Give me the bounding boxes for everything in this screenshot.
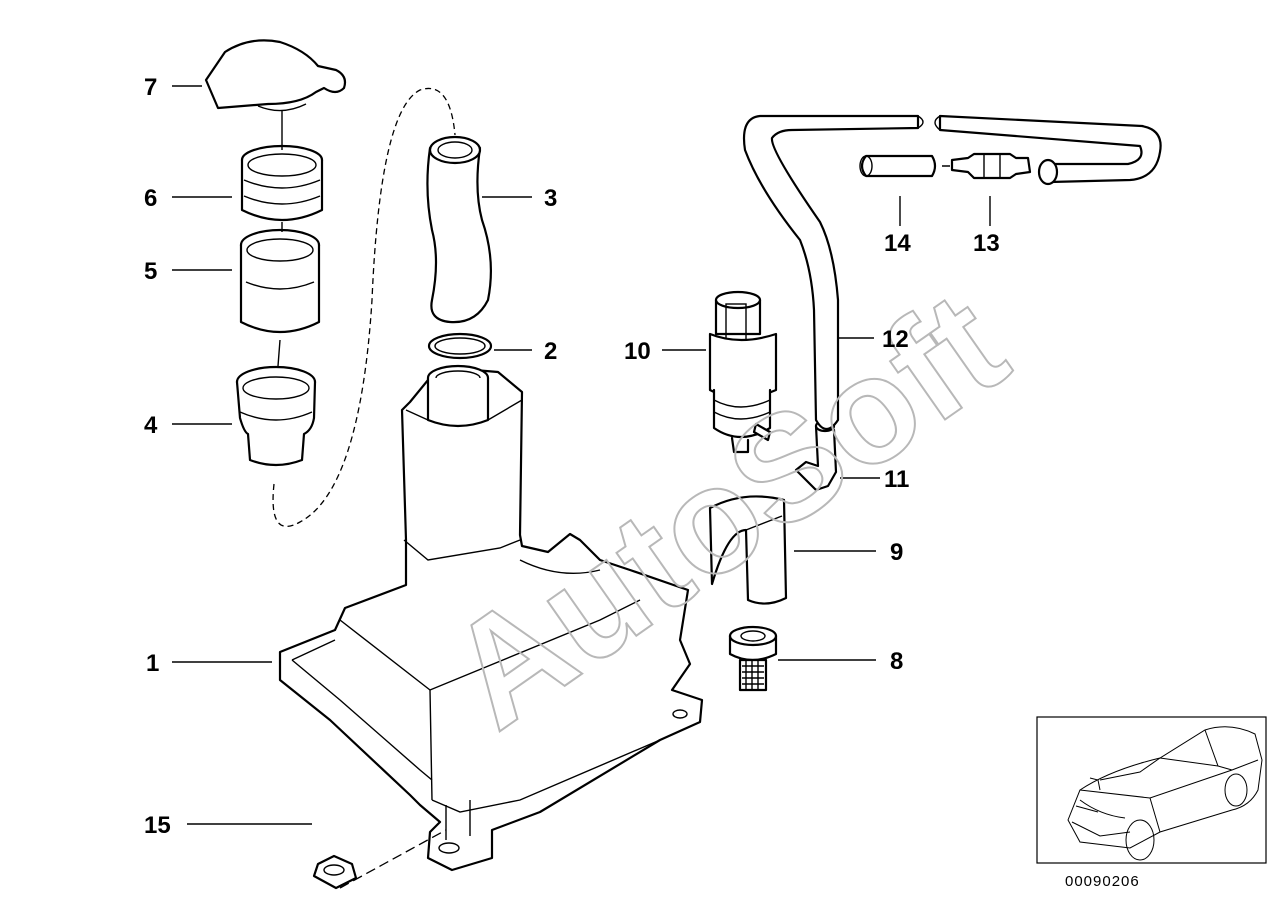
check-valve-part-13 xyxy=(942,152,1059,186)
callout-5: 5 xyxy=(144,258,157,285)
callout-1: 1 xyxy=(146,650,159,677)
assembly-axis-line xyxy=(277,110,283,367)
pump-sleeve-part-9 xyxy=(708,495,788,605)
hose-sleeve-part-14 xyxy=(859,154,937,178)
callout-8: 8 xyxy=(890,648,903,675)
callout-14: 14 xyxy=(884,230,911,257)
callout-15: 15 xyxy=(144,812,171,839)
callout-labels: 7 6 5 4 1 15 3 2 10 12 11 9 8 14 13 xyxy=(144,74,1000,839)
vehicle-locator-thumbnail xyxy=(1036,716,1267,864)
flange-nut-part-15 xyxy=(312,854,358,890)
callout-13: 13 xyxy=(973,230,1000,257)
neck-ring-part-6 xyxy=(240,144,324,222)
callout-6: 6 xyxy=(144,185,157,212)
callout-4: 4 xyxy=(144,412,158,439)
filler-hose-part-3 xyxy=(426,135,492,324)
filler-cap-part-7 xyxy=(204,39,347,112)
seal-cup-part-4 xyxy=(235,365,317,467)
callout-12: 12 xyxy=(882,326,909,353)
sleeve-part-5 xyxy=(239,228,321,334)
o-ring-part-2 xyxy=(427,332,493,360)
callout-10: 10 xyxy=(624,338,651,365)
callout-2: 2 xyxy=(544,338,557,365)
washer-hose-part-12 xyxy=(742,114,1162,431)
routing-dashed-line xyxy=(272,87,456,527)
leader-lines xyxy=(172,85,991,825)
drawing-code: 00090206 xyxy=(1065,873,1140,890)
callout-3: 3 xyxy=(544,185,557,212)
callout-7: 7 xyxy=(144,74,157,101)
callout-11: 11 xyxy=(884,466,909,493)
callout-9: 9 xyxy=(890,539,903,566)
grommet-part-8 xyxy=(728,625,778,692)
washer-pump-part-10 xyxy=(708,290,778,454)
reservoir-tank-part-1 xyxy=(278,364,704,872)
